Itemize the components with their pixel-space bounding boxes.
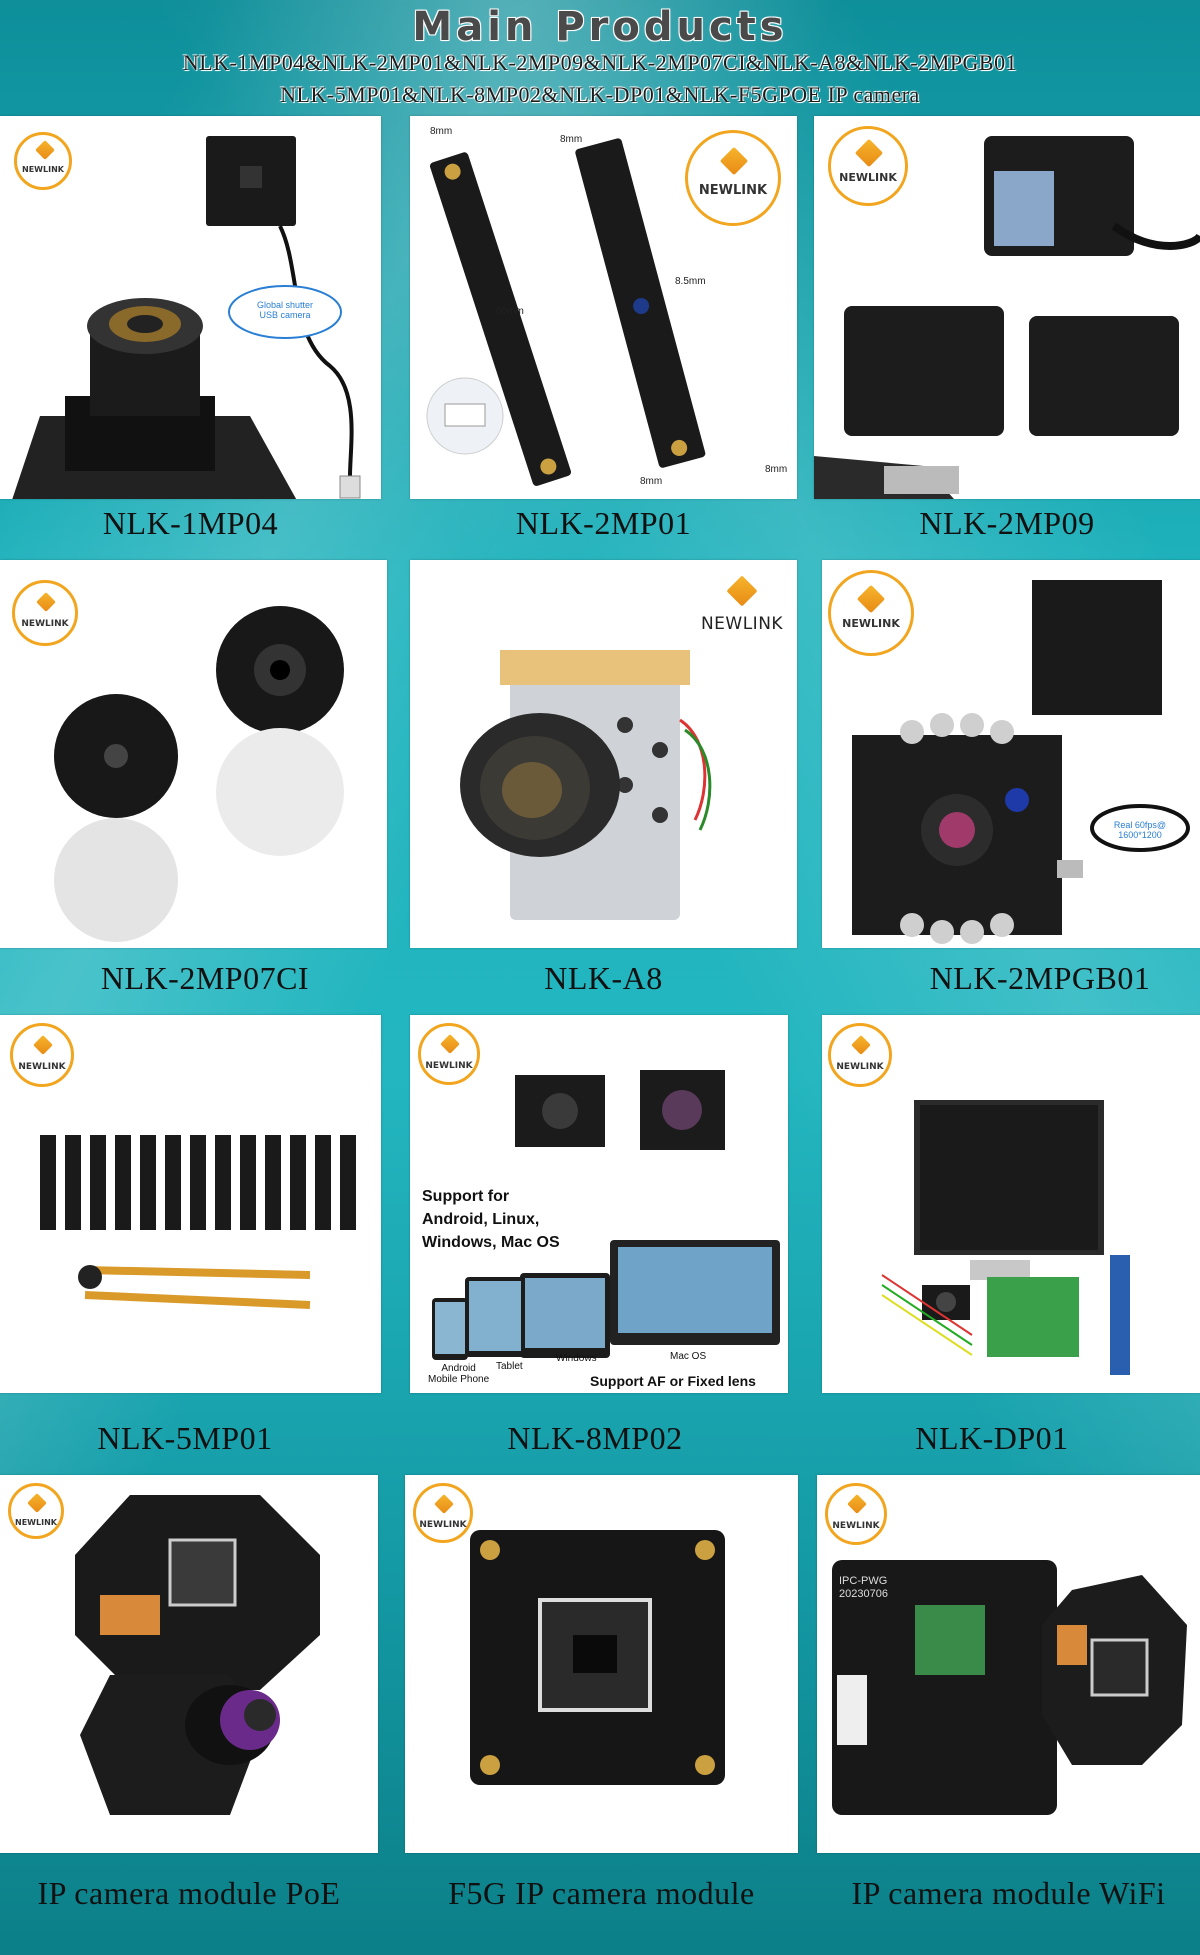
caption-nlk-8mp02: NLK-8MP02 (507, 1420, 683, 1456)
tablet-label: Tablet (496, 1361, 523, 1372)
dim-label: 8mm (430, 126, 453, 137)
wifi-board-illustration (832, 1560, 1187, 1815)
caption-ip-camera-poe: IP camera module PoE (37, 1875, 341, 1911)
round-board-illustration (54, 606, 344, 942)
caption-nlk-5mp01: NLK-5MP01 (97, 1420, 273, 1456)
product-card-nlk-2mp01[interactable]: NEWLINK 8mm 8mm 60mm 8.5mm 8mm 8mm (410, 116, 797, 499)
boxed-usb-camera-illustration (814, 136, 1200, 499)
usb-camera-board-illustration (12, 136, 361, 499)
product-card-nlk-2mpgb01[interactable]: NEWLINK Real 60fps@1600*1200 (822, 560, 1200, 948)
product-card-f5g-ip-camera[interactable]: NEWLINK (405, 1475, 798, 1853)
compatibility-illustration (432, 1070, 780, 1360)
af-fixed-lens-text: Support AF or Fixed lens (590, 1373, 756, 1389)
usb-strip-board-illustration (426, 138, 706, 486)
os-support-text: Support for Android, Linux, Windows, Mac… (422, 1188, 560, 1251)
windows-label: Windows (556, 1353, 597, 1364)
zoom-block-camera-illustration (460, 650, 712, 920)
strip-modules-illustration (40, 1135, 356, 1309)
newlink-logo: NEWLINK (828, 126, 908, 206)
newlink-logo: NEWLINK (828, 570, 914, 656)
dim-label: 8mm (765, 464, 788, 475)
macos-label: Mac OS (670, 1351, 707, 1362)
dim-label: 60mm (496, 306, 524, 317)
product-card-nlk-dp01[interactable]: NEWLINK (822, 1015, 1200, 1393)
page-title: Main Products (412, 4, 788, 50)
product-card-ip-camera-poe[interactable]: NEWLINK (0, 1475, 378, 1853)
header: Main Products NLK-1MP04&NLK-2MP01&NLK-2M… (0, 0, 1200, 116)
dim-label: 8mm (640, 476, 663, 487)
poe-board-illustration (75, 1495, 320, 1815)
f5g-board-illustration (470, 1530, 725, 1785)
subtitle-line-2: NLK-5MP01&NLK-8MP02&NLK-DP01&NLK-F5GPOE … (280, 82, 920, 107)
dim-label: 8mm (560, 134, 583, 145)
newlink-logo: NEWLINK (14, 132, 72, 190)
caption-nlk-dp01: NLK-DP01 (915, 1420, 1069, 1456)
caption-f5g-ip-camera: F5G IP camera module (448, 1875, 755, 1911)
caption-nlk-2mp01: NLK-2MP01 (515, 505, 692, 541)
caption-nlk-2mp07ci: NLK-2MP07CI (100, 960, 310, 996)
product-card-nlk-5mp01[interactable]: NEWLINK (0, 1015, 381, 1393)
newlink-logo: NEWLINK (10, 1023, 74, 1087)
subtitle-line-1: NLK-1MP04&NLK-2MP01&NLK-2MP09&NLK-2MP07C… (182, 50, 1018, 75)
ir-board-illustration (852, 580, 1190, 944)
newlink-logo: NEWLINK (8, 1483, 64, 1539)
product-card-nlk-a8[interactable]: NEWLINK (410, 560, 797, 948)
caption-ip-camera-wifi: IP camera module WiFi (851, 1875, 1166, 1911)
display-kit-illustration (881, 1100, 1130, 1375)
product-card-nlk-8mp02[interactable]: NEWLINK Support for Android, Linux, Wind… (410, 1015, 788, 1393)
newlink-logo: NEWLINK (828, 1023, 892, 1087)
dim-label: 8.5mm (675, 276, 706, 287)
fps-label: Real 60fps@1600*1200 (1113, 820, 1167, 840)
caption-nlk-2mpgb01: NLK-2MPGB01 (929, 960, 1151, 996)
newlink-logo: NEWLINK (12, 580, 78, 646)
caption-nlk-a8: NLK-A8 (544, 960, 663, 996)
caption-nlk-1mp04: NLK-1MP04 (102, 505, 279, 541)
caption-nlk-2mp09: NLK-2MP09 (919, 505, 1095, 541)
product-card-nlk-2mp07ci[interactable]: NEWLINK (0, 560, 387, 948)
product-card-nlk-2mp09[interactable]: NEWLINK (814, 116, 1200, 499)
newlink-logo: NEWLINK (418, 1023, 480, 1085)
newlink-logo: NEWLINK (825, 1483, 887, 1545)
newlink-logo: NEWLINK (697, 575, 787, 634)
newlink-logo: NEWLINK (413, 1483, 473, 1543)
newlink-logo: NEWLINK (685, 130, 781, 226)
